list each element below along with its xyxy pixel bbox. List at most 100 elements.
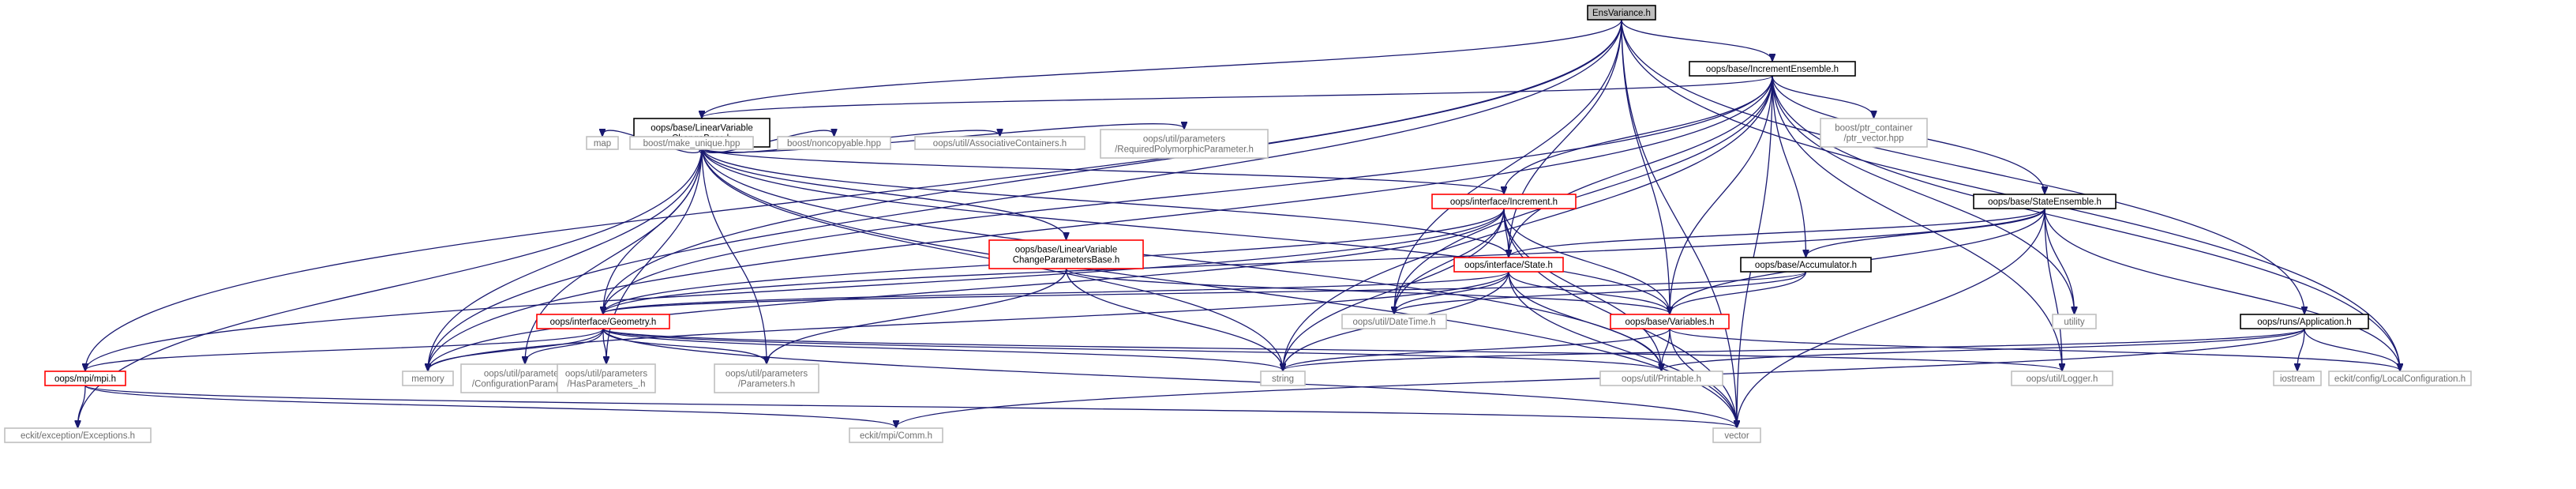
edge-geo-to-mpi xyxy=(85,328,604,371)
edge-ens-to-st xyxy=(1509,19,1622,257)
edge-se-to-geo xyxy=(603,208,2045,314)
node-box xyxy=(2240,314,2369,329)
node-label: oops/util/parameters xyxy=(1143,135,1225,145)
node-util: utility xyxy=(2052,314,2097,329)
node-geo[interactable]: oops/interface/Geometry.h xyxy=(536,314,670,329)
node-label: eckit/mpi/Comm.h xyxy=(860,431,932,441)
node-box xyxy=(1740,257,1872,273)
node-label: EnsVariance.h xyxy=(1592,9,1651,18)
edge-vars-to-str xyxy=(1283,328,1670,371)
node-ens[interactable]: EnsVariance.h xyxy=(1587,5,1656,21)
node-hp: oops/util/parameters/HasParameters_.h xyxy=(557,363,656,393)
node-label: map xyxy=(594,139,611,149)
edge-mpi-to-vec xyxy=(84,385,1737,427)
edge-ens-to-vec xyxy=(1621,19,1737,427)
node-inc[interactable]: oops/interface/Increment.h xyxy=(1431,194,1577,209)
node-box xyxy=(1453,257,1564,273)
node-label: oops/util/DateTime.h xyxy=(1352,318,1435,327)
node-ie[interactable]: oops/base/IncrementEnsemble.h xyxy=(1689,61,1856,77)
node-st[interactable]: oops/interface/State.h xyxy=(1453,257,1564,273)
node-label: oops/interface/Geometry.h xyxy=(550,318,657,327)
edge-ens-to-ie xyxy=(1621,19,1772,61)
node-ios: iostream xyxy=(2273,371,2322,386)
node-box xyxy=(1100,129,1269,159)
edge-lvcp-to-vars xyxy=(1065,268,1670,314)
edge-app-to-ios xyxy=(2297,328,2305,371)
edge-geo-to-log xyxy=(602,328,2062,371)
node-box xyxy=(1712,427,1761,443)
edge-st-to-pr xyxy=(1508,271,1662,371)
node-str: string xyxy=(1260,371,1306,386)
node-app[interactable]: oops/runs/Application.h xyxy=(2240,314,2369,329)
node-acc[interactable]: oops/base/Accumulator.h xyxy=(1740,257,1872,273)
node-box xyxy=(988,239,1144,269)
edge-lvcb-to-inc xyxy=(701,146,1504,194)
edge-geo-to-str xyxy=(602,328,1283,371)
node-label: eckit/config/LocalConfiguration.h xyxy=(2334,374,2465,384)
node-box xyxy=(1341,314,1447,329)
node-label: ChangeParametersBase.h xyxy=(1013,256,1120,265)
node-box xyxy=(777,136,891,150)
node-label: oops/base/IncrementEnsemble.h xyxy=(1706,65,1839,74)
edge-app-to-pr xyxy=(1662,328,2305,371)
edge-app-to-str xyxy=(1283,328,2305,371)
edge-lvcb-to-st xyxy=(701,146,1509,257)
edge-lvcb-to-lvcp xyxy=(701,146,1067,239)
edge-st-to-vec xyxy=(1508,271,1737,427)
node-lvcp[interactable]: oops/base/LinearVariableChangeParameters… xyxy=(988,239,1144,269)
node-label: utility xyxy=(2064,318,2084,327)
edge-geo-to-pr xyxy=(602,328,1662,371)
node-box xyxy=(1689,61,1856,77)
node-box xyxy=(557,363,656,393)
node-box xyxy=(849,427,943,443)
edge-ie-to-vec xyxy=(1737,75,1773,427)
node-exc: eckit/exception/Exceptions.h xyxy=(4,427,152,443)
edge-se-to-st xyxy=(1509,208,2045,257)
edge-se-to-lc xyxy=(2044,208,2400,371)
node-vars[interactable]: oops/base/Variables.h xyxy=(1610,314,1730,329)
node-label: boost/ptr_container xyxy=(1835,124,1913,134)
edge-ens-to-geo xyxy=(603,19,1622,314)
edge-st-to-geo xyxy=(603,271,1509,314)
node-box xyxy=(714,363,819,393)
node-label: /ConfigurationParameter.h xyxy=(472,380,578,389)
node-label: oops/base/Accumulator.h xyxy=(1755,261,1857,270)
edge-se-to-util xyxy=(2044,208,2075,314)
edge-ie-to-inc xyxy=(1504,75,1773,194)
node-label: oops/util/Printable.h xyxy=(1622,374,1701,384)
edge-inc-to-mem xyxy=(428,208,1505,371)
edge-acc-to-geo xyxy=(603,271,1807,314)
edge-se-to-log xyxy=(2044,208,2062,371)
node-pr: oops/util/Printable.h xyxy=(1599,371,1723,386)
node-label: oops/util/parameters xyxy=(726,370,808,379)
node-vec: vector xyxy=(1712,427,1761,443)
node-box xyxy=(44,371,126,386)
node-label: boost/make_unique.hpp xyxy=(643,139,741,149)
node-label: /Parameters.h xyxy=(738,380,795,389)
node-box xyxy=(2328,371,2472,386)
node-label: boost/noncopyable.hpp xyxy=(787,139,881,149)
node-dt: oops/util/DateTime.h xyxy=(1341,314,1447,329)
node-label: string xyxy=(1272,374,1294,384)
edge-mpi-to-exc xyxy=(78,385,86,427)
node-box xyxy=(1973,194,2117,209)
edge-ens-to-mem xyxy=(428,19,1622,371)
edge-geo-to-cp xyxy=(525,328,604,363)
node-box xyxy=(536,314,670,329)
node-label: /ptr_vector.hpp xyxy=(1843,134,1903,144)
edge-lvcb-to-vec xyxy=(701,146,1737,427)
edge-geo-to-vec xyxy=(602,328,1737,427)
node-label: oops/base/StateEnsemble.h xyxy=(1988,197,2102,207)
edge-lvcp-to-str xyxy=(1065,268,1284,371)
node-par: oops/util/parameters/Parameters.h xyxy=(714,363,819,393)
edge-vars-to-pr xyxy=(1662,328,1670,371)
node-box xyxy=(1587,5,1656,21)
edge-ie-to-st xyxy=(1509,75,1773,257)
node-se[interactable]: oops/base/StateEnsemble.h xyxy=(1973,194,2117,209)
edge-ie-to-geo xyxy=(603,75,1773,314)
edge-st-to-dt xyxy=(1394,271,1509,314)
node-mpi[interactable]: oops/mpi/mpi.h xyxy=(44,371,126,386)
edge-ens-to-mpi xyxy=(85,19,1622,371)
edge-ie-to-acc xyxy=(1772,75,1806,257)
node-box xyxy=(1820,118,1928,148)
